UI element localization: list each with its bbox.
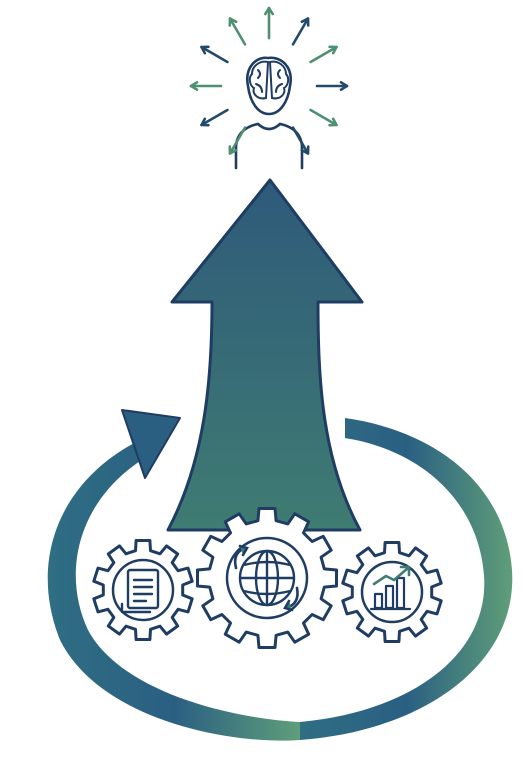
ray-arrowhead <box>200 117 210 127</box>
ray-line <box>200 108 229 127</box>
ray-arrowhead <box>228 145 238 155</box>
loop-left-branch <box>47 440 300 741</box>
ray-line <box>228 17 247 46</box>
cycle-arrow-icon <box>47 409 513 741</box>
ray-line <box>200 45 229 64</box>
document-icon <box>120 568 160 614</box>
ray-line <box>228 126 247 155</box>
ray-line <box>291 126 310 155</box>
person-head-icon <box>234 56 304 170</box>
ray-line <box>291 17 310 46</box>
ray-arrowhead <box>228 17 238 27</box>
loop-right-branch <box>300 418 513 740</box>
ray-line <box>309 108 338 127</box>
ray-line <box>309 45 338 64</box>
loop-arrowhead <box>121 409 181 479</box>
brain-icon <box>248 60 290 100</box>
bar-chart-icon <box>369 565 412 611</box>
ray-arrowhead <box>264 6 274 16</box>
ray-arrowhead <box>339 81 349 91</box>
globe-icon <box>238 549 296 607</box>
radiating-arrows-icon <box>189 6 349 155</box>
ray-arrowhead <box>328 45 338 55</box>
growth-arrow-icon <box>166 178 364 532</box>
ray-arrowhead <box>300 17 310 27</box>
ray-arrowhead <box>328 117 338 127</box>
ray-arrowhead <box>189 81 199 91</box>
ray-arrowhead <box>300 145 310 155</box>
refresh-arrows-icon <box>233 544 299 612</box>
ray-arrowhead <box>200 45 210 55</box>
